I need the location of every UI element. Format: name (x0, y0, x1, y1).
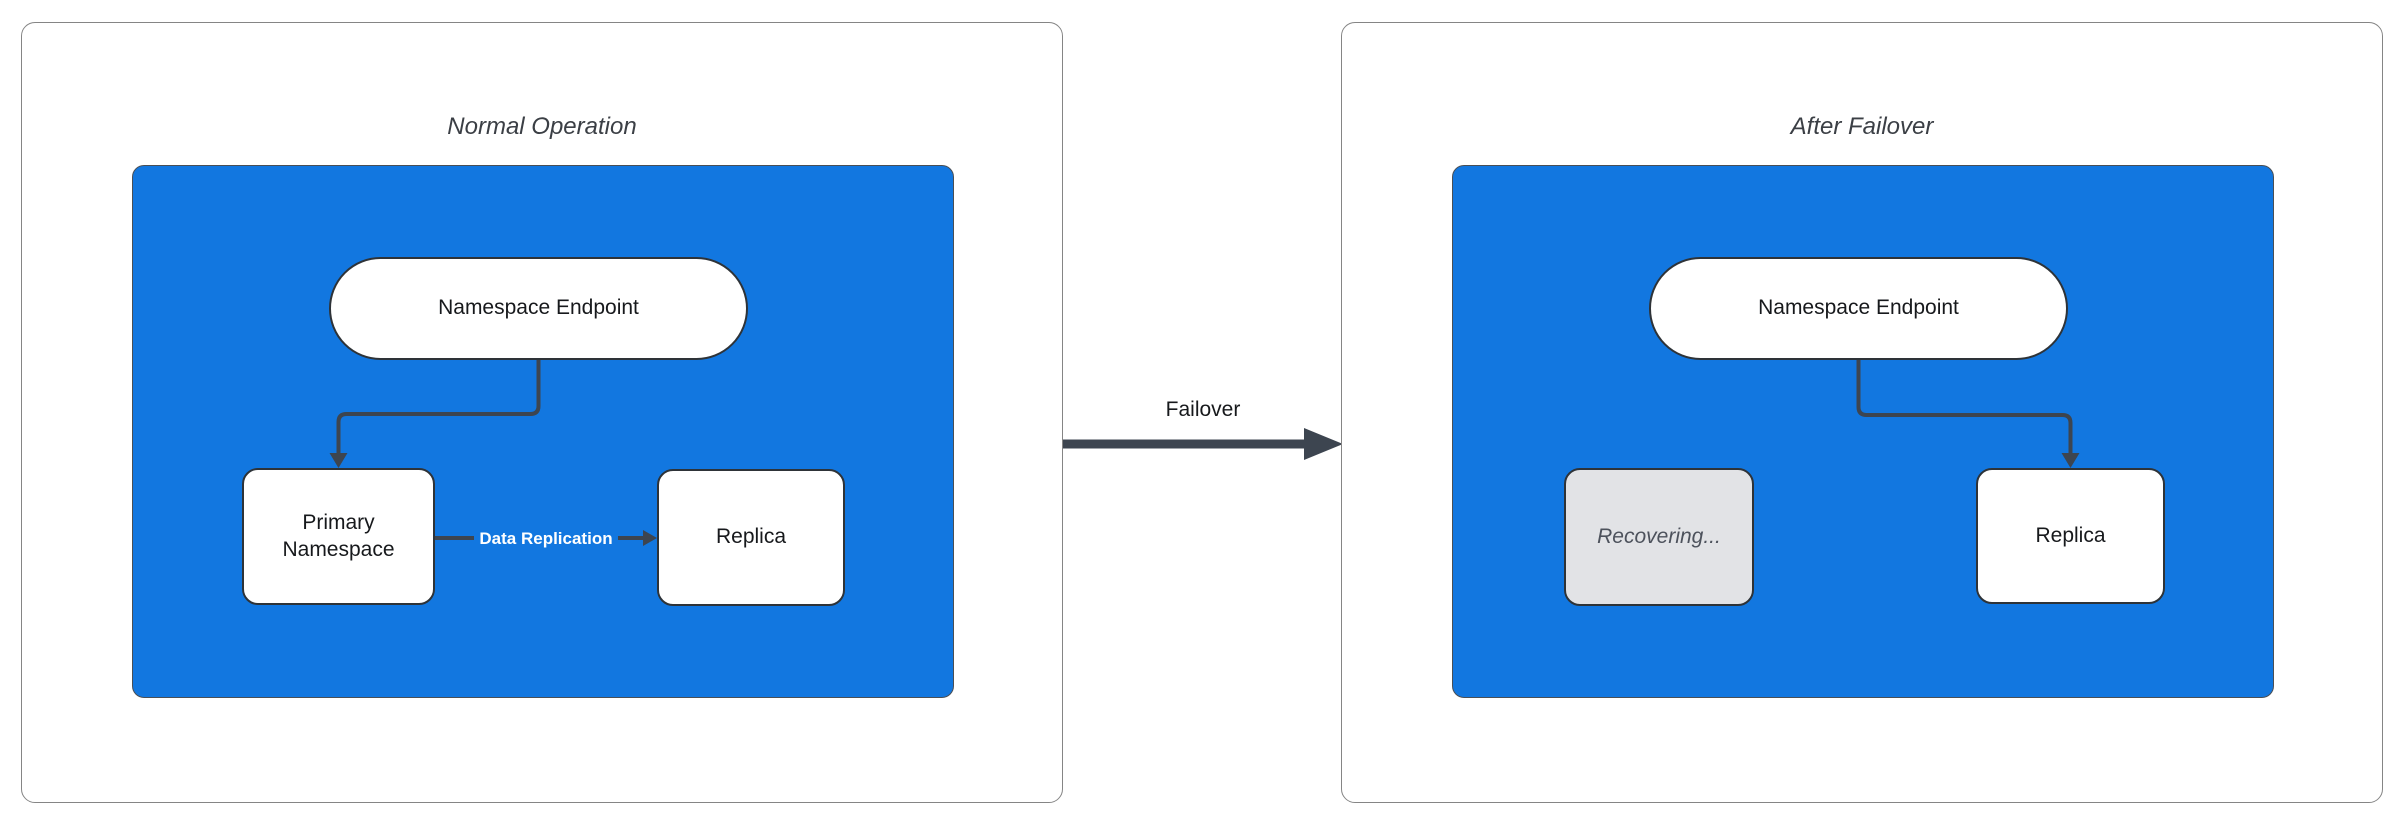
recovering-label: Recovering... (1597, 524, 1721, 548)
endpoint-to-replica-arrowhead (2061, 453, 2080, 468)
replica-label: Replica (715, 525, 787, 549)
replica-node: Replica (657, 469, 845, 606)
namespace-endpoint-node: Namespace Endpoint (1649, 257, 2068, 360)
after-failover-panel: After Failover Namespace Endpoint Recove… (1341, 22, 2383, 803)
data-replication-label: Data Replication (474, 527, 618, 551)
recovering-node: Recovering... (1564, 468, 1754, 606)
connector-lines (329, 360, 657, 546)
panel-title-after-failover: After Failover (1790, 113, 1934, 140)
namespace-endpoint-label: Namespace Endpoint (438, 296, 639, 320)
replication-arrowhead (643, 530, 657, 546)
data-replication-label-wrap: Data Replication (425, 525, 667, 553)
replica-label: Replica (2035, 523, 2106, 547)
cluster-box-normal: Namespace Endpoint Primary Namespace Rep… (132, 165, 954, 698)
failover-arrow (1063, 428, 1343, 460)
cluster-box-failover: Namespace Endpoint Recovering... Replica (1452, 165, 2274, 698)
endpoint-to-primary-arrowhead (329, 453, 348, 468)
failover-transition: Failover (1063, 398, 1343, 462)
namespace-endpoint-label: Namespace Endpoint (1758, 296, 1959, 320)
endpoint-to-replica-connector (1856, 360, 2073, 455)
panel-title-normal-operation: Normal Operation (447, 113, 637, 140)
primary-namespace-node: Primary Namespace (242, 468, 435, 605)
failover-arrowhead (1304, 428, 1343, 460)
replica-node: Replica (1976, 468, 2165, 604)
normal-operation-panel: Normal Operation Namespace Endpoint Prim… (21, 22, 1063, 803)
namespace-endpoint-node: Namespace Endpoint (329, 257, 748, 360)
primary-namespace-label: Primary Namespace (282, 511, 395, 561)
connector-lines (1856, 360, 2080, 468)
failover-label: Failover (1165, 398, 1241, 421)
endpoint-to-primary-connector (336, 360, 541, 455)
